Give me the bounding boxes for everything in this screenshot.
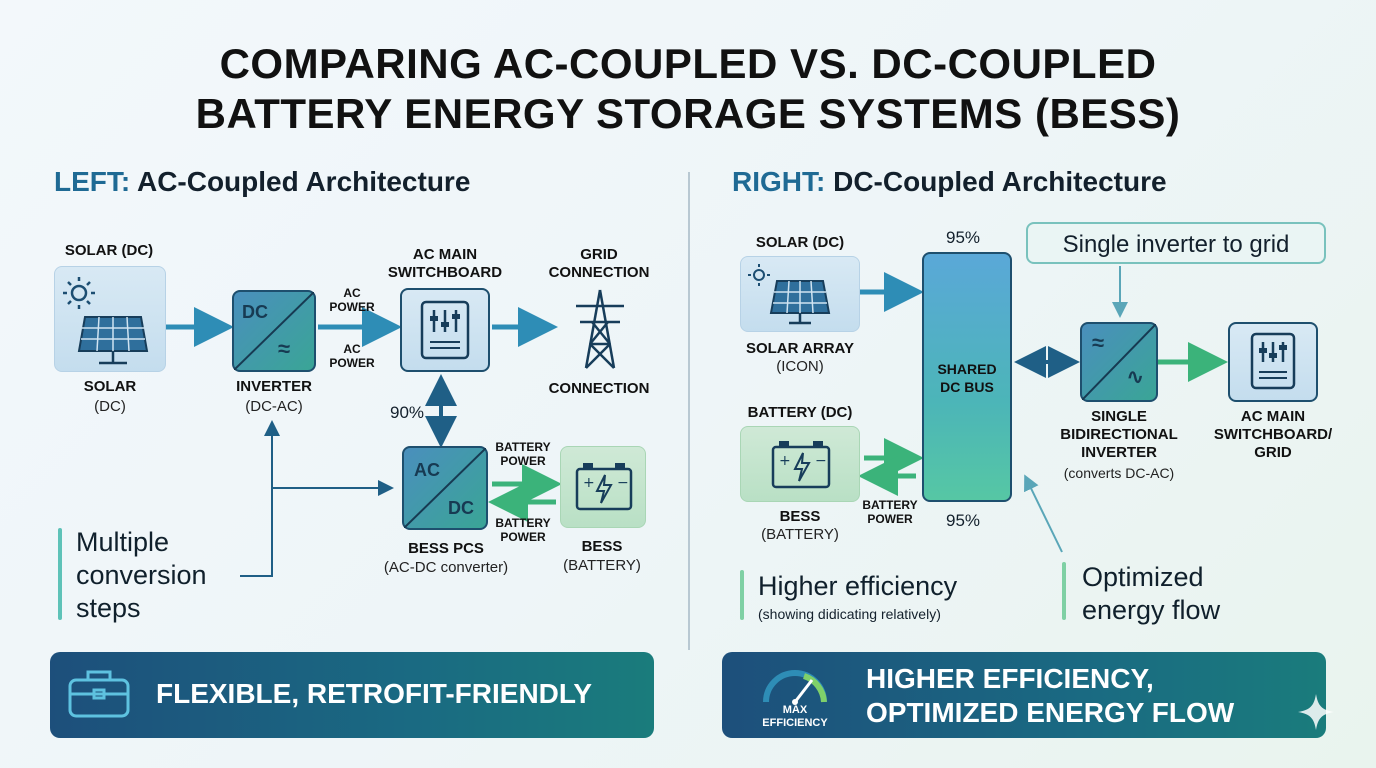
right-arrows bbox=[858, 266, 1228, 553]
gauge-label: MAX EFFICIENCY bbox=[762, 704, 828, 729]
sun-icon bbox=[63, 277, 95, 309]
svg-text:+: + bbox=[779, 453, 791, 469]
left-bess-sub: (BATTERY) bbox=[563, 557, 641, 574]
sparkle-icon bbox=[1298, 694, 1334, 730]
left-pcs-sub: (AC-DC converter) bbox=[383, 559, 509, 576]
right-heading-key: RIGHT: bbox=[732, 166, 826, 197]
right-acmain-label: AC MAIN SWITCHBOARD/ GRID bbox=[1213, 408, 1333, 461]
right-inverter-dc-symbol: ≈ bbox=[1092, 330, 1105, 355]
left-battery-power-1: BATTERY POWER bbox=[495, 440, 551, 468]
sun-icon-right bbox=[748, 264, 770, 286]
section-divider bbox=[688, 172, 690, 650]
page-title-line2: BATTERY ENERGY STORAGE SYSTEMS (BESS) bbox=[195, 90, 1181, 137]
left-solar-box bbox=[54, 266, 166, 372]
right-solar-top-label: SOLAR (DC) bbox=[755, 234, 845, 251]
left-banner: FLEXIBLE, RETROFIT-FRIENDLY bbox=[50, 652, 654, 738]
right-higher-eff: Higher efficiency bbox=[758, 571, 958, 601]
pcs-ac-text: AC bbox=[414, 460, 440, 480]
right-higher-bar bbox=[740, 570, 744, 620]
right-inverter-ac-symbol: ∿ bbox=[1126, 364, 1145, 389]
right-heading-text: DC-Coupled Architecture bbox=[833, 166, 1167, 197]
left-heading-text: AC-Coupled Architecture bbox=[136, 166, 471, 197]
inverter-ac-wave: ≈ bbox=[278, 336, 291, 361]
right-optimized-bar bbox=[1062, 562, 1066, 620]
right-heading: RIGHT: DC-Coupled Architecture bbox=[732, 166, 1167, 198]
right-solar-label: SOLAR ARRAY bbox=[745, 340, 855, 357]
gauge-icon bbox=[763, 670, 827, 705]
right-solar-sub: (ICON) bbox=[776, 358, 824, 375]
left-grid-label: GRID CONNECTION bbox=[548, 246, 650, 281]
switchboard-icon-right bbox=[1250, 332, 1296, 390]
callout-line-bus bbox=[1024, 474, 1063, 553]
right-inverter-label: SINGLE BIDIRECTIONAL INVERTER bbox=[1060, 408, 1178, 461]
toolbox-icon bbox=[68, 670, 130, 718]
switchboard-icon bbox=[420, 300, 470, 360]
battery-icon-right: + − bbox=[771, 441, 831, 489]
pcs-diagonal bbox=[404, 448, 486, 528]
left-grid-sub: CONNECTION bbox=[548, 380, 650, 397]
right-acmain-box bbox=[1228, 322, 1318, 402]
left-ac-power-2: AC POWER bbox=[329, 342, 375, 370]
left-heading: LEFT: AC-Coupled Architecture bbox=[54, 166, 470, 198]
left-callout-bar bbox=[58, 528, 62, 620]
left-callout-text: Multiple conversion steps bbox=[76, 527, 207, 623]
left-arrows bbox=[166, 307, 562, 577]
battery-icon: + − bbox=[575, 463, 633, 511]
right-callout-text: Single inverter to grid bbox=[1062, 231, 1290, 258]
svg-text:+: + bbox=[583, 475, 595, 491]
svg-text:−: − bbox=[815, 453, 827, 469]
left-bess-box: + − bbox=[560, 446, 646, 528]
callout-line-inverter bbox=[240, 420, 280, 577]
right-optimized-text: Optimized energy flow bbox=[1082, 562, 1221, 625]
right-callout-box: Single inverter to grid bbox=[1026, 222, 1326, 264]
right-battery-top-label: BATTERY (DC) bbox=[747, 404, 853, 421]
right-battery-power: BATTERY POWER bbox=[862, 498, 918, 526]
pcs-dc-text: DC bbox=[448, 498, 474, 518]
right-inverter-sub: (converts DC-AC) bbox=[1063, 465, 1175, 481]
solar-panel-icon bbox=[63, 277, 149, 365]
left-battery-power-2: BATTERY POWER bbox=[495, 516, 551, 544]
left-acmain-label: AC MAIN SWITCHBOARD bbox=[387, 246, 503, 281]
left-acmain-box bbox=[400, 288, 490, 372]
left-heading-key: LEFT: bbox=[54, 166, 131, 197]
svg-text:−: − bbox=[617, 475, 629, 491]
left-ac-power-1: AC POWER bbox=[329, 286, 375, 314]
left-solar-sub: (DC) bbox=[94, 398, 126, 415]
left-pcs-box: AC DC bbox=[402, 446, 488, 530]
left-inverter-label: INVERTER bbox=[236, 378, 312, 395]
bus-label: SHARED DC BUS bbox=[937, 361, 997, 395]
left-banner-text: FLEXIBLE, RETROFIT-FRIENDLY bbox=[156, 678, 593, 709]
left-inverter-box: DC ≈ bbox=[232, 290, 316, 372]
solar-panel-icon-right bbox=[748, 264, 831, 325]
inverter-dc-text: DC bbox=[242, 302, 268, 322]
right-banner-text: HIGHER EFFICIENCY, OPTIMIZED ENERGY FLOW bbox=[866, 663, 1235, 728]
right-banner: MAX EFFICIENCY HIGHER EFFICIENCY, OPTIMI… bbox=[722, 652, 1326, 738]
page-title-line1: COMPARING AC-COUPLED VS. DC-COUPLED bbox=[219, 40, 1157, 87]
shared-dc-bus: SHARED DC BUS bbox=[922, 252, 1012, 502]
right-bess-box: + − bbox=[740, 426, 860, 502]
left-bess-label: BESS bbox=[581, 538, 623, 555]
inverter-diagonal bbox=[234, 292, 314, 370]
left-solar-label: SOLAR bbox=[83, 378, 137, 395]
right-bess-sub: (BATTERY) bbox=[761, 526, 839, 543]
right-bess-label: BESS bbox=[779, 508, 821, 525]
right-inverter-diagonal bbox=[1082, 324, 1156, 400]
left-pcs-label: BESS PCS bbox=[408, 540, 484, 557]
left-inverter-sub: (DC-AC) bbox=[245, 398, 303, 415]
left-eff-label: 90% bbox=[390, 403, 425, 422]
transmission-tower-icon bbox=[576, 289, 624, 369]
right-higher-eff-sub: (showing didicating relatively) bbox=[758, 606, 941, 622]
right-solar-box bbox=[740, 256, 860, 332]
right-eff-bottom: 95% bbox=[946, 511, 981, 530]
left-solar-top-label: SOLAR (DC) bbox=[64, 242, 154, 259]
right-eff-top: 95% bbox=[946, 228, 981, 247]
right-inverter-box: ≈ ∿ bbox=[1080, 322, 1158, 402]
